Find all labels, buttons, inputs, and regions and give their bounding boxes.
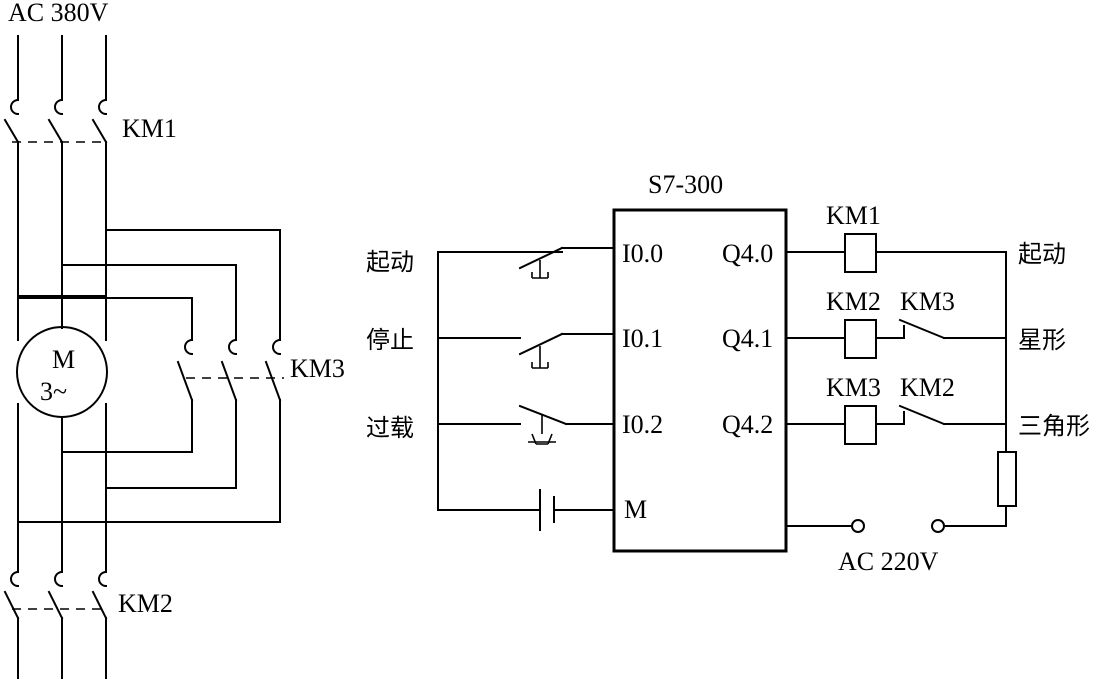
motor-phases: 3~	[40, 377, 67, 406]
km2-interlock-contact	[898, 404, 1007, 426]
input-label-stop: 停止	[366, 326, 414, 354]
plc-input-i01: I0.1	[622, 324, 663, 353]
coil-km2	[844, 319, 877, 359]
input-common-rail	[437, 251, 541, 511]
dc-source-battery	[539, 489, 613, 531]
plc-input-i00: I0.0	[622, 239, 663, 268]
km1-main-contacts	[3, 98, 108, 144]
output-right-rail	[943, 251, 1007, 527]
km2-interlock-label: KM2	[900, 373, 955, 402]
plc-common-m: M	[624, 495, 647, 524]
motor: M 3~	[16, 326, 108, 418]
main-supply-label: AC 380V	[8, 0, 109, 27]
supply-terminal-left	[851, 519, 865, 533]
output-label-star: 星形	[1018, 326, 1066, 354]
plc-output-q42: Q4.2	[722, 410, 773, 439]
plc-input-circuit: 起动 停止 过载	[366, 246, 613, 531]
supply-terminal-right	[931, 519, 945, 533]
km3-main-label: KM3	[290, 354, 345, 383]
output-label-delta: 三角形	[1018, 412, 1090, 440]
motor-top-bus	[17, 295, 107, 341]
plc-model-label: S7-300	[648, 170, 723, 199]
motor-bottom-bus	[17, 403, 107, 453]
phase-lines-bottom	[17, 617, 107, 679]
control-supply-label: AC 220V	[838, 547, 939, 576]
main-power-circuit: AC 380V KM1 M 3~	[3, 0, 345, 679]
coil-km3-label: KM3	[826, 373, 881, 402]
input-label-start: 起动	[366, 248, 414, 276]
plc-output-circuit: KM1 KM2 KM3 KM3 KM2 AC 220V 起动 星形 三	[785, 201, 1090, 576]
coil-km1-label: KM1	[826, 201, 881, 230]
coil-km1	[844, 233, 877, 273]
coil-km2-label: KM2	[826, 287, 881, 316]
km3-delta-wiring	[17, 229, 281, 523]
plc-module: S7-300 I0.0 I0.1 I0.2 M Q4.0 Q4.1 Q4.2	[612, 170, 788, 553]
km2-main-label: KM2	[118, 589, 173, 618]
km2-main-contacts	[3, 570, 108, 620]
stop-button	[437, 332, 613, 369]
overload-contact	[437, 404, 613, 445]
coil-km3	[844, 405, 877, 445]
motor-letter: M	[52, 345, 75, 374]
km1-main-label: KM1	[122, 114, 177, 143]
plc-output-q40: Q4.0	[722, 239, 773, 268]
km3-interlock-contact	[898, 318, 1007, 340]
km3-interlock-label: KM3	[900, 287, 955, 316]
plc-input-i02: I0.2	[622, 410, 663, 439]
output-label-start: 起动	[1018, 240, 1066, 268]
km3-main-contacts	[176, 338, 284, 402]
plc-output-q41: Q4.1	[722, 324, 773, 353]
fuse	[997, 451, 1017, 507]
input-label-overload: 过载	[366, 414, 414, 442]
